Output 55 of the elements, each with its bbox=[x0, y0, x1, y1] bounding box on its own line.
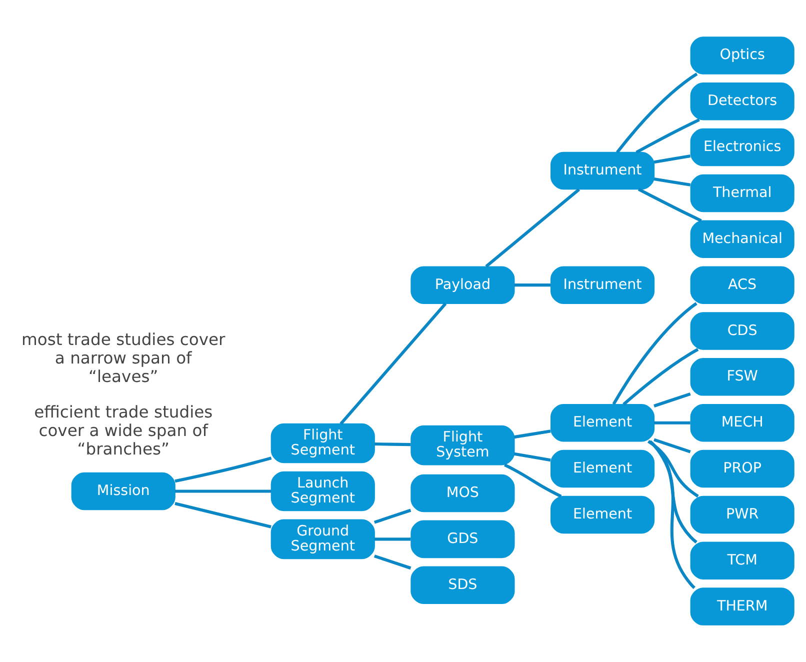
connector bbox=[174, 502, 272, 528]
node-box: Thermal bbox=[690, 174, 794, 212]
connector bbox=[340, 302, 447, 425]
node-box: Flight System bbox=[410, 425, 515, 466]
connector bbox=[616, 72, 698, 154]
connector bbox=[485, 188, 580, 268]
node-box: MECH bbox=[690, 404, 794, 442]
node-box: Element bbox=[550, 450, 655, 488]
node-box: THERM bbox=[690, 588, 794, 626]
connector bbox=[374, 538, 411, 541]
node-box: Ground Segment bbox=[270, 519, 375, 560]
connector bbox=[647, 440, 699, 498]
connector bbox=[654, 392, 691, 408]
connector bbox=[649, 440, 696, 589]
node-box: Launch Segment bbox=[270, 471, 375, 512]
connector bbox=[648, 440, 698, 544]
connector bbox=[654, 421, 690, 424]
node-box: Detectors bbox=[690, 82, 794, 120]
node-box: SDS bbox=[410, 566, 515, 604]
node-box: Instrument bbox=[550, 152, 655, 190]
connector bbox=[374, 554, 412, 570]
node-box: Element bbox=[550, 496, 655, 534]
node-box: Payload bbox=[410, 266, 515, 304]
connector bbox=[622, 348, 699, 406]
connector bbox=[514, 284, 551, 287]
connector bbox=[638, 188, 702, 222]
node-box: CDS bbox=[690, 312, 794, 350]
node-box: Flight Segment bbox=[270, 423, 375, 464]
node-box: Mission bbox=[71, 472, 176, 510]
connector bbox=[175, 490, 272, 493]
node-box: ACS bbox=[690, 266, 794, 304]
connector bbox=[612, 302, 698, 405]
node-box: GDS bbox=[410, 520, 515, 558]
node-box: PROP bbox=[690, 450, 794, 488]
connector bbox=[374, 508, 412, 524]
connector bbox=[636, 118, 700, 154]
label: efficient trade studies cover a wide span of “branches” bbox=[34, 402, 213, 458]
connector bbox=[654, 178, 691, 186]
node-box: Electronics bbox=[690, 128, 794, 166]
node-box: TCM bbox=[690, 542, 794, 580]
node-box: Mechanical bbox=[690, 220, 794, 258]
node-box: FSW bbox=[690, 358, 794, 396]
connector bbox=[514, 452, 551, 462]
connector bbox=[654, 438, 691, 454]
connector bbox=[654, 154, 691, 164]
connector bbox=[174, 456, 272, 483]
node-box: Instrument bbox=[550, 266, 655, 304]
label: most trade studies cover a narrow span of “leaves” bbox=[21, 330, 226, 386]
node-box: MOS bbox=[410, 474, 515, 512]
node-box: Element bbox=[550, 404, 655, 442]
connector bbox=[514, 430, 551, 439]
connector bbox=[504, 463, 562, 498]
node-box: PWR bbox=[690, 496, 794, 534]
node-box: Optics bbox=[690, 36, 794, 74]
connector bbox=[374, 442, 411, 446]
